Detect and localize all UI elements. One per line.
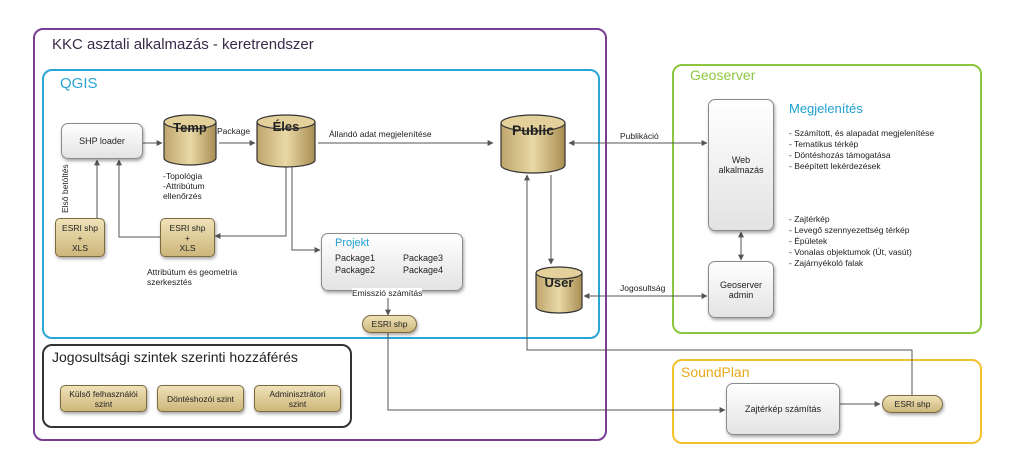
- public-label: Public: [511, 122, 554, 138]
- arrow-esri-public: [524, 174, 913, 395]
- temp-note-2: -Attribútum: [163, 181, 205, 191]
- megjelenites-title: Megjelenítés: [789, 101, 863, 116]
- access-admin-line1: Adminisztrátori: [269, 388, 326, 399]
- esri-xls-1-line2: +: [77, 232, 83, 243]
- kkc-frame: [33, 28, 607, 441]
- esri-shp-node-1: ESRI shp: [362, 315, 417, 333]
- emisszio-label: Emisszió számítás: [352, 288, 423, 298]
- qgis-frame: [42, 69, 600, 339]
- projekt-box: Projekt Package1 Package3 Package2 Packa…: [321, 233, 463, 291]
- access-external-line2: szint: [94, 398, 113, 409]
- eles-cylinder: Éles: [255, 114, 317, 168]
- temp-label: Temp: [173, 120, 207, 135]
- layer-item: - Zajtérkép: [789, 214, 830, 224]
- esri-xls-node-2: ESRI shp+XLS: [160, 218, 215, 257]
- geoserver-title: Geoserver: [690, 67, 756, 83]
- user-cylinder: User: [534, 265, 584, 315]
- package-1: Package1: [335, 253, 376, 263]
- access-title: Jogosultsági szintek szerinti hozzáférés: [52, 349, 298, 365]
- esri-xls-1-line3: XLS: [71, 242, 89, 253]
- megjelenites-item: - Döntéshozás támogatása: [789, 150, 891, 160]
- access-admin-line2: szint: [288, 398, 307, 409]
- layer-item: - Levegő szennyezettség térkép: [789, 225, 910, 235]
- esri-xls-2-line1: ESRI shp: [169, 222, 206, 233]
- arrow-eles-projekt: [291, 165, 321, 253]
- geoserver-admin-line2: admin: [728, 289, 754, 300]
- projekt-title: Projekt: [335, 237, 370, 249]
- web-app-line1: Web: [731, 155, 751, 165]
- jogosultsag-label: Jogosultság: [620, 283, 666, 293]
- megjelenites-list-2: - Zajtérkép - Levegő szennyezettség térk…: [789, 214, 912, 269]
- soundplan-title: SoundPlan: [681, 364, 750, 380]
- publikacio-label: Publikáció: [620, 131, 659, 141]
- megjelenites-item: - Beépített lekérdezések: [789, 161, 881, 171]
- eles-label: Éles: [272, 119, 300, 134]
- layer-item: - Épületek: [789, 236, 828, 246]
- soundplan-frame: [672, 359, 982, 444]
- megjelenites-item: - Tematikus térkép: [789, 139, 859, 149]
- arrow-esri-zaj: [387, 333, 726, 413]
- attr-edit-label: Attribútum és geometria szerkesztés: [147, 267, 237, 287]
- user-label: User: [544, 275, 574, 290]
- access-frame: [42, 344, 352, 428]
- attr-edit-line2: szerkesztés: [147, 277, 192, 287]
- layer-item: - Vonalas objektumok (Út, vasút): [789, 247, 912, 257]
- esri-xls-2-line2: +: [185, 232, 190, 243]
- temp-notes: -Topológia -Attribútum ellenőrzés: [163, 171, 205, 201]
- layer-item: - Zajárnyékoló falak: [789, 258, 864, 268]
- package-4: Package4: [403, 265, 444, 275]
- zajterkep-node: Zajtérkép számítás: [726, 383, 840, 435]
- esri-xls-2-line3: XLS: [179, 242, 196, 253]
- temp-note-3: ellenőrzés: [163, 191, 202, 201]
- access-level-decision: Döntéshozói szint: [157, 385, 244, 412]
- esri-xls-node-1: ESRI shp+XLS: [55, 218, 105, 257]
- geoserver-admin-line1: Geoserver: [719, 279, 763, 290]
- access-decision-line1: Döntéshozói szint: [166, 393, 235, 404]
- esri-xls-1-line1: ESRI shp: [62, 222, 98, 233]
- geoserver-frame: [672, 64, 982, 334]
- megjelenites-list-1: - Számított, és alapadat megjelenítése -…: [789, 128, 934, 172]
- megjelenites-item: - Számított, és alapadat megjelenítése: [789, 128, 935, 138]
- elso-betoltes-label: Első betöltés: [60, 164, 70, 213]
- package-label: Package: [217, 126, 251, 136]
- package-3: Package3: [403, 253, 444, 263]
- attr-edit-line1: Attribútum és geometria: [147, 267, 238, 277]
- public-cylinder: Public: [499, 114, 567, 174]
- access-external-line1: Külső felhasználói: [69, 388, 138, 399]
- esri-shp-node-2: ESRI shp: [882, 395, 943, 413]
- temp-cylinder: Temp: [162, 114, 218, 166]
- arrow-esri2-loader: [116, 159, 160, 238]
- allando-label: Állandó adat megjelenítése: [329, 129, 432, 139]
- package-2: Package2: [335, 265, 376, 275]
- temp-note-1: -Topológia: [163, 171, 203, 181]
- shp-loader-node: SHP loader: [61, 123, 143, 159]
- kkc-title: KKC asztali alkalmazás - keretrendszer: [52, 36, 314, 53]
- arrow-eles-esri2: [214, 165, 287, 239]
- web-app-line2: alkalmazás: [718, 165, 764, 175]
- qgis-title: QGIS: [60, 75, 98, 92]
